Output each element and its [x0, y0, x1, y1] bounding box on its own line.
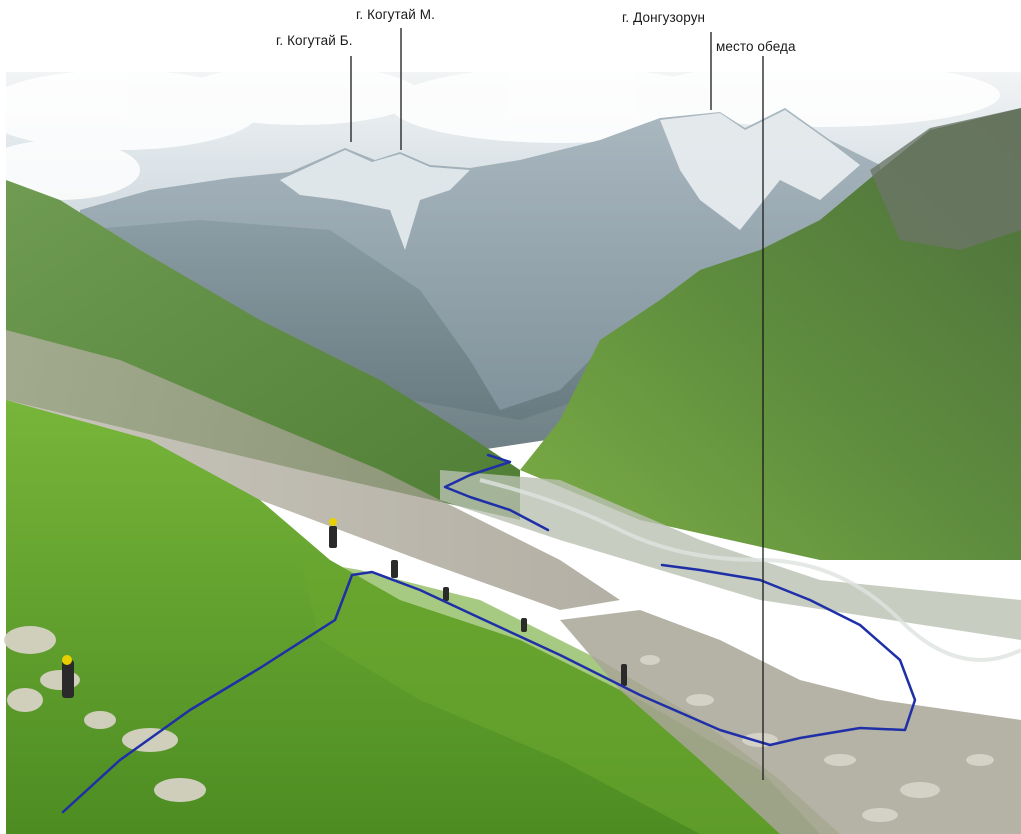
label-kogutai-b: г. Когутай Б. [276, 33, 353, 48]
label-kogutai-m: г. Когутай М. [356, 7, 435, 22]
route-line [61, 453, 917, 814]
label-donguzorun: г. Донгузорун [622, 10, 706, 25]
label-lunch-place: место обеда [716, 39, 796, 54]
